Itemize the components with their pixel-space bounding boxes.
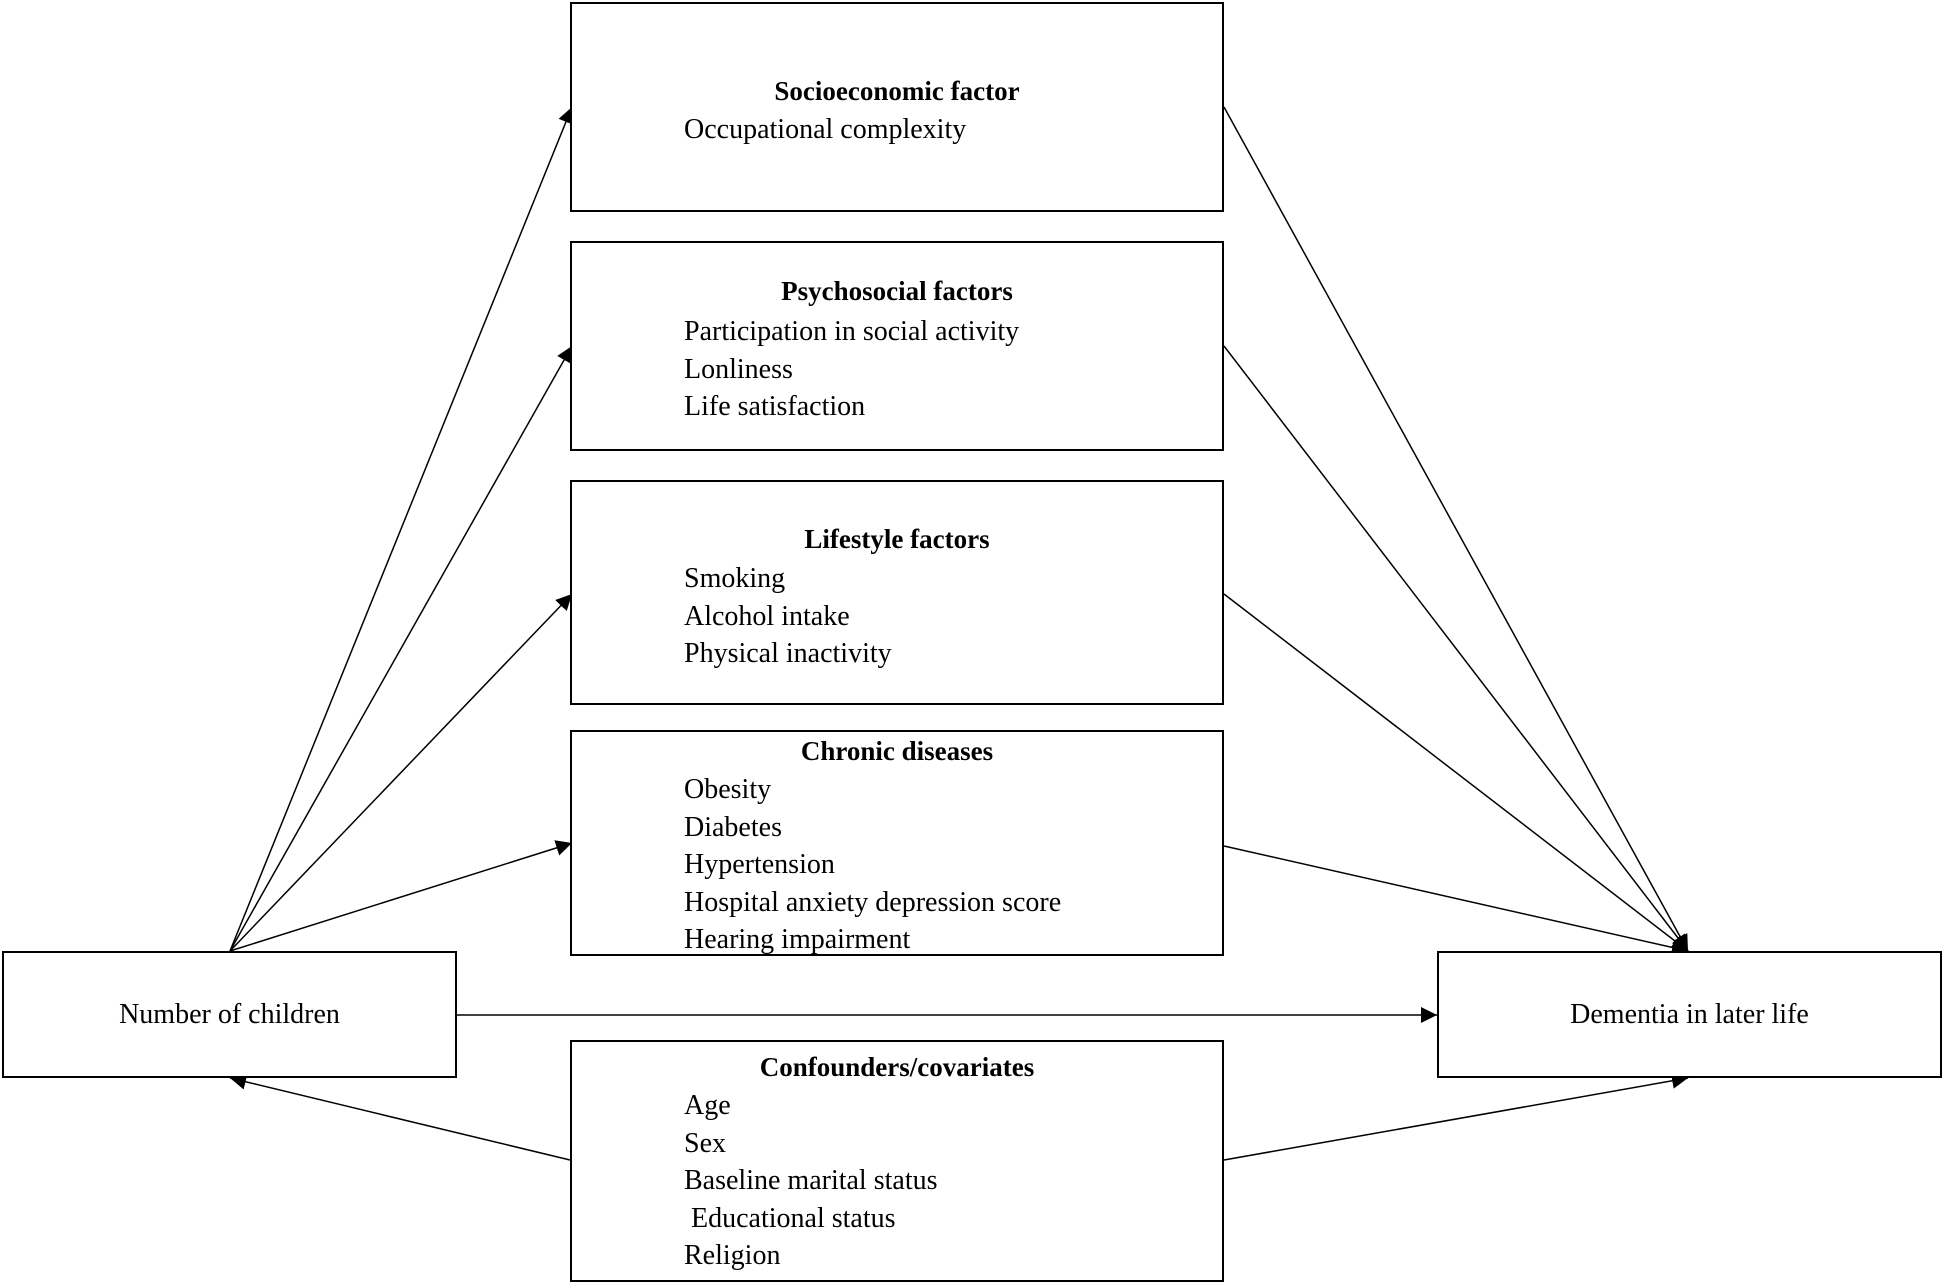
- item-occupational-complexity: Occupational complexity: [684, 114, 967, 145]
- item-diabetes: Diabetes: [684, 811, 782, 843]
- psychosocial-factors-box: Psychosocial factors Participation in so…: [570, 241, 1224, 451]
- chronic-items: Obesity Diabetes Hypertension Hospital a…: [684, 771, 1061, 959]
- arrow-socioeconomic-to-dementia: [1223, 106, 1689, 952]
- item-alcohol-intake: Alcohol intake: [684, 600, 850, 632]
- item-lonliness: Lonliness: [684, 353, 793, 385]
- psychosocial-title: Psychosocial factors: [781, 276, 1013, 306]
- number-of-children-box: Number of children: [2, 951, 457, 1078]
- item-religion: Religion: [684, 1240, 781, 1271]
- outcome-label: Dementia in later life: [1570, 998, 1809, 1030]
- arrow-children-to-psychosocial: [229, 345, 573, 952]
- item-smoking: Smoking: [684, 563, 786, 594]
- arrow-children-to-socioeconomic: [229, 106, 574, 952]
- item-life-satisfaction: Life satisfaction: [684, 391, 866, 422]
- dementia-box: Dementia in later life: [1437, 951, 1942, 1078]
- item-hearing-impairment: Hearing impairment: [684, 924, 911, 955]
- lifestyle-title: Lifestyle factors: [804, 524, 990, 554]
- lifestyle-factors-box: Lifestyle factors Smoking Alcohol intake…: [570, 480, 1224, 705]
- item-anxiety-depression: Hospital anxiety depression score: [684, 886, 1062, 918]
- arrow-psychosocial-to-dementia: [1223, 345, 1689, 952]
- arrow-children-to-lifestyle: [229, 593, 573, 952]
- confounders-items: Age Sex Baseline marital status Educatio…: [684, 1087, 938, 1275]
- item-obesity: Obesity: [684, 774, 772, 805]
- confounders-box: Confounders/covariates Age Sex Baseline …: [570, 1040, 1224, 1282]
- arrow-lifestyle-to-dementia: [1223, 593, 1689, 952]
- psychosocial-items: Participation in social activity Lonline…: [684, 313, 1019, 426]
- chronic-diseases-box: Chronic diseases Obesity Diabetes Hypert…: [570, 730, 1224, 956]
- item-marital-status: Baseline marital status: [684, 1165, 938, 1196]
- socioeconomic-title: Socioeconomic factor: [774, 76, 1020, 106]
- arrow-confounders-to-children: [229, 1073, 571, 1161]
- item-physical-inactivity: Physical inactivity: [684, 638, 892, 669]
- confounders-title: Confounders/covariates: [759, 1052, 1035, 1082]
- arrow-children-to-chronic: [229, 840, 573, 952]
- arrow-chronic-to-dementia: [1223, 845, 1689, 956]
- item-educational-status: Educational status: [684, 1202, 896, 1234]
- arrow-confounders-to-dementia: [1223, 1072, 1689, 1161]
- chronic-title: Chronic diseases: [800, 736, 994, 766]
- item-social-activity: Participation in social activity: [684, 316, 1020, 347]
- socioeconomic-items: Occupational complexity: [684, 111, 966, 149]
- item-hypertension: Hypertension: [684, 849, 835, 880]
- item-age: Age: [684, 1090, 731, 1121]
- exposure-label: Number of children: [119, 998, 340, 1030]
- socioeconomic-factor-box: Socioeconomic factor Occupational comple…: [570, 2, 1224, 212]
- lifestyle-items: Smoking Alcohol intake Physical inactivi…: [684, 560, 892, 673]
- item-sex: Sex: [684, 1127, 726, 1159]
